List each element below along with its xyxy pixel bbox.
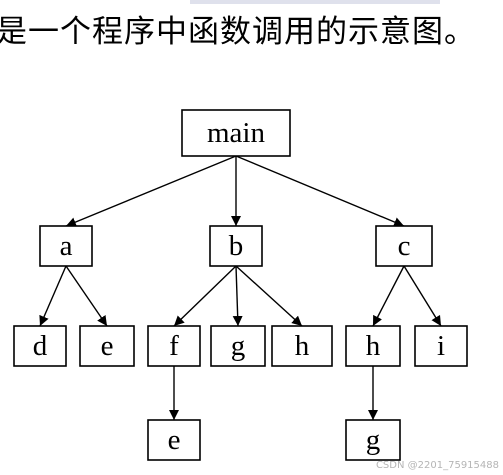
node-box-h2	[345, 325, 401, 367]
edge-b-f	[173, 265, 237, 327]
edge-c-h2	[372, 265, 405, 327]
node-e2: e	[147, 419, 201, 461]
node-label-b: b	[229, 230, 244, 262]
node-label-g1: g	[231, 330, 246, 362]
node-box-c	[375, 225, 433, 267]
node-g2: g	[345, 419, 401, 461]
edge-a-d	[39, 265, 67, 327]
node-box-b	[209, 225, 263, 267]
node-label-e2: e	[168, 424, 181, 456]
node-box-main	[181, 109, 291, 157]
node-e1: e	[79, 325, 135, 367]
node-label-g2: g	[366, 424, 381, 456]
edge-b-h1	[235, 265, 303, 327]
node-label-d: d	[33, 330, 48, 362]
node-main: main	[181, 109, 291, 157]
edge-c-i	[403, 265, 442, 327]
node-box-d	[13, 325, 67, 367]
node-box-e2	[147, 419, 201, 461]
node-h1: h	[271, 325, 333, 367]
edge-main-a	[65, 155, 237, 227]
node-g1: g	[210, 325, 266, 367]
node-d: d	[13, 325, 67, 367]
edge-b-g1	[232, 265, 243, 327]
node-h2: h	[345, 325, 401, 367]
node-label-c: c	[398, 230, 411, 262]
node-c: c	[375, 225, 433, 267]
node-label-main: main	[207, 117, 265, 149]
watermark: CSDN @2201_75915488	[375, 460, 499, 471]
edges-layer	[39, 155, 442, 420]
node-label-h1: h	[295, 330, 310, 362]
page-heading: 是一个程序中函数调用的示意图。	[0, 14, 476, 50]
node-a: a	[39, 225, 93, 267]
node-box-e1	[79, 325, 135, 367]
node-label-e1: e	[101, 330, 114, 362]
edge-a-e1	[65, 265, 108, 327]
node-label-h2: h	[366, 330, 381, 362]
top-strip	[190, 0, 440, 4]
edge-main-c	[235, 155, 405, 227]
node-box-h1	[271, 325, 333, 367]
node-b: b	[209, 225, 263, 267]
nodes-layer: main a b c d e f g h h i e g	[13, 109, 468, 461]
node-label-f: f	[169, 330, 179, 362]
node-box-g1	[210, 325, 266, 367]
node-f: f	[147, 325, 201, 367]
node-box-i	[414, 325, 468, 367]
node-box-g2	[345, 419, 401, 461]
node-label-a: a	[60, 230, 73, 262]
node-label-i: i	[437, 330, 445, 362]
node-box-f	[147, 325, 201, 367]
node-box-a	[39, 225, 93, 267]
node-i: i	[414, 325, 468, 367]
